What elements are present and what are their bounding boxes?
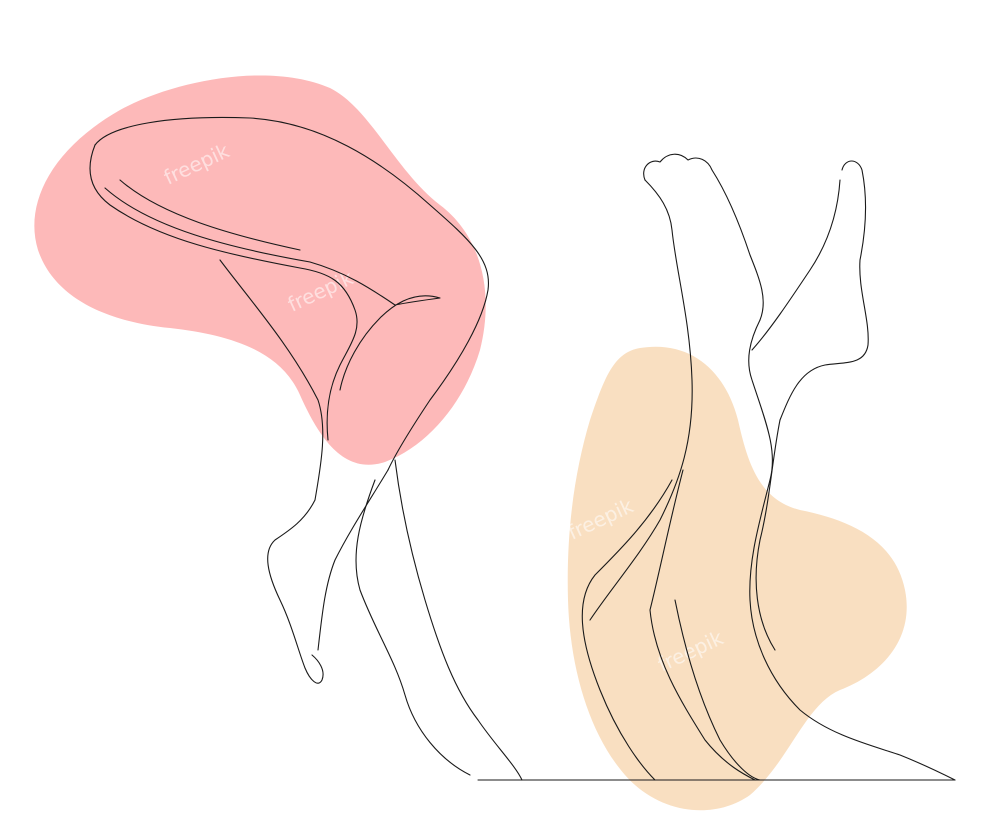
left-calf-front [317, 469, 389, 651]
peach-blob [567, 346, 907, 811]
left-calf-standing [355, 479, 471, 776]
right-leg-2-shin [755, 419, 781, 651]
right-shin-b [581, 479, 673, 781]
pink-blob [34, 75, 486, 465]
right-shin-a [649, 469, 756, 781]
right-leg-2-back [751, 179, 841, 351]
left-knee-line [119, 179, 301, 251]
left-shin-standing [394, 459, 523, 781]
left-thigh-outline [94, 116, 490, 471]
left-thigh-inner-line [89, 144, 358, 441]
right-leg-1-front [748, 319, 956, 781]
left-thigh-crease [104, 187, 441, 391]
right-leg-1-foot [643, 153, 764, 321]
left-calf-back [219, 259, 324, 684]
right-leg-2-foot [779, 160, 869, 421]
right-shin-c [674, 599, 761, 781]
right-leg-1-sole [589, 179, 693, 621]
